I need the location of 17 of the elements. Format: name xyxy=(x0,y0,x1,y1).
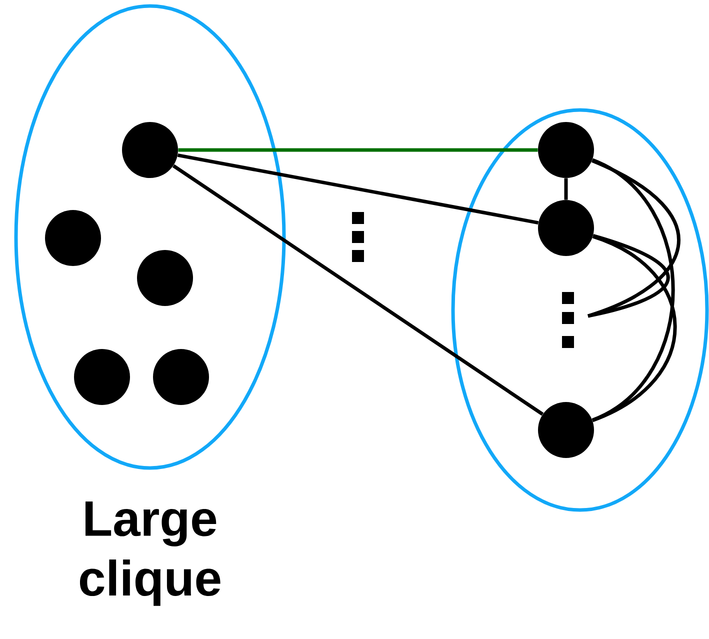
edge-line xyxy=(588,234,670,318)
vertex-dot xyxy=(45,210,101,266)
edge-line xyxy=(177,153,539,225)
edge-line xyxy=(172,164,544,416)
vertex-dot xyxy=(122,122,178,178)
vertex-dot xyxy=(74,349,130,405)
edge-line xyxy=(592,234,677,422)
group-ellipse xyxy=(451,108,709,512)
edge-line xyxy=(178,148,538,152)
group-caption: Large clique xyxy=(80,502,220,606)
vertex-dot xyxy=(538,402,594,458)
vertex-dot xyxy=(153,349,209,405)
edge-line xyxy=(564,178,568,200)
vertex-dot xyxy=(538,200,594,256)
vertex-dot xyxy=(137,250,193,306)
edge-line xyxy=(587,159,680,318)
vertex-dot xyxy=(538,122,594,178)
